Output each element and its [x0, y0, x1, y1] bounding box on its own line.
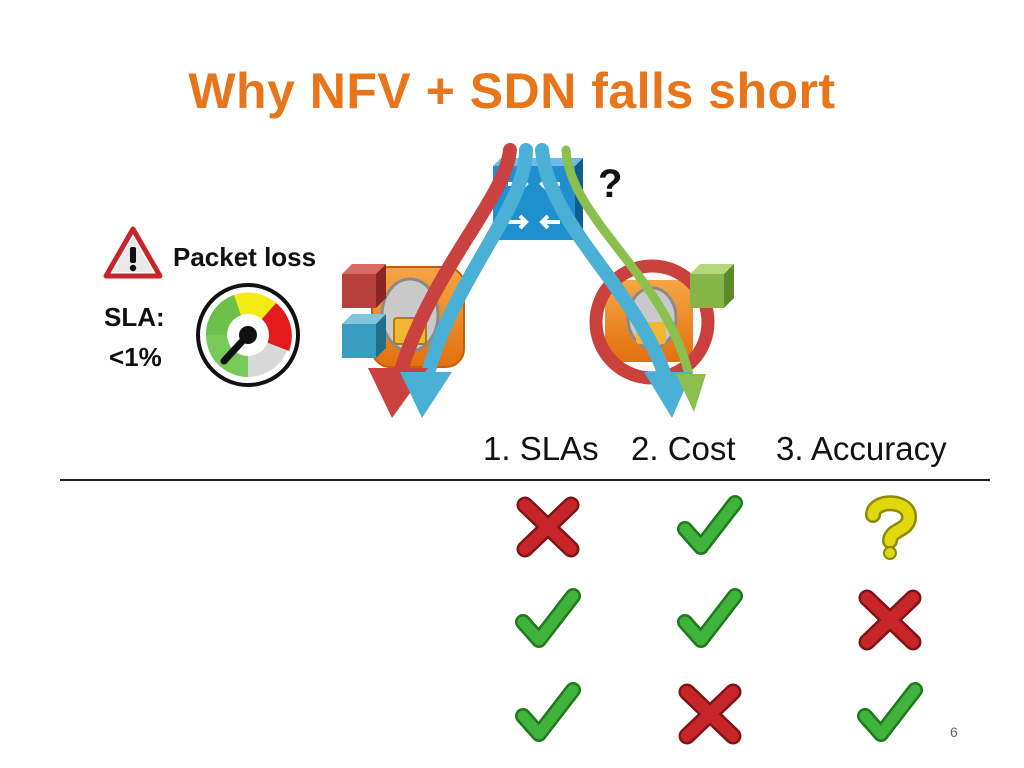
green-cube-icon: [690, 264, 734, 308]
table-divider: [60, 479, 990, 481]
red-flow-arrow: [391, 143, 517, 387]
column-header-cost: 2. Cost: [631, 430, 736, 467]
check-icon: [677, 495, 743, 555]
sla-label: SLA:: [104, 302, 165, 332]
green-arrow-head: [676, 374, 706, 412]
blue-arrow-head-right: [644, 372, 692, 418]
blue-cube-icon: [342, 314, 386, 358]
page-number: 6: [950, 724, 958, 740]
packet-loss-label: Packet loss: [173, 242, 317, 272]
blue-flow-arrow-right: [535, 143, 675, 392]
check-icon: [515, 682, 581, 742]
red-cube-icon: [342, 264, 386, 308]
blue-arrow-head-left: [400, 372, 452, 418]
traffic-diagram: [342, 143, 734, 418]
unknown-question-mark: ?: [598, 162, 623, 206]
question-icon: [865, 495, 918, 560]
check-icon: [677, 588, 743, 648]
blue-flow-arrow-left: [418, 143, 533, 392]
column-header-accuracy: 3. Accuracy: [776, 430, 947, 467]
slide-title: Why NFV + SDN falls short: [188, 63, 836, 119]
column-header-slas: 1. SLAs: [483, 430, 599, 467]
cross-icon: [858, 589, 922, 651]
check-icon: [515, 588, 581, 648]
cross-icon: [678, 683, 742, 745]
check-icon: [857, 682, 923, 742]
cross-icon: [516, 496, 580, 558]
gauge-icon: [196, 283, 300, 387]
sla-value: <1%: [109, 342, 162, 372]
flow-arrows: [391, 143, 695, 392]
green-flow-arrow: [561, 145, 695, 385]
warning-triangle-icon: [103, 226, 163, 279]
